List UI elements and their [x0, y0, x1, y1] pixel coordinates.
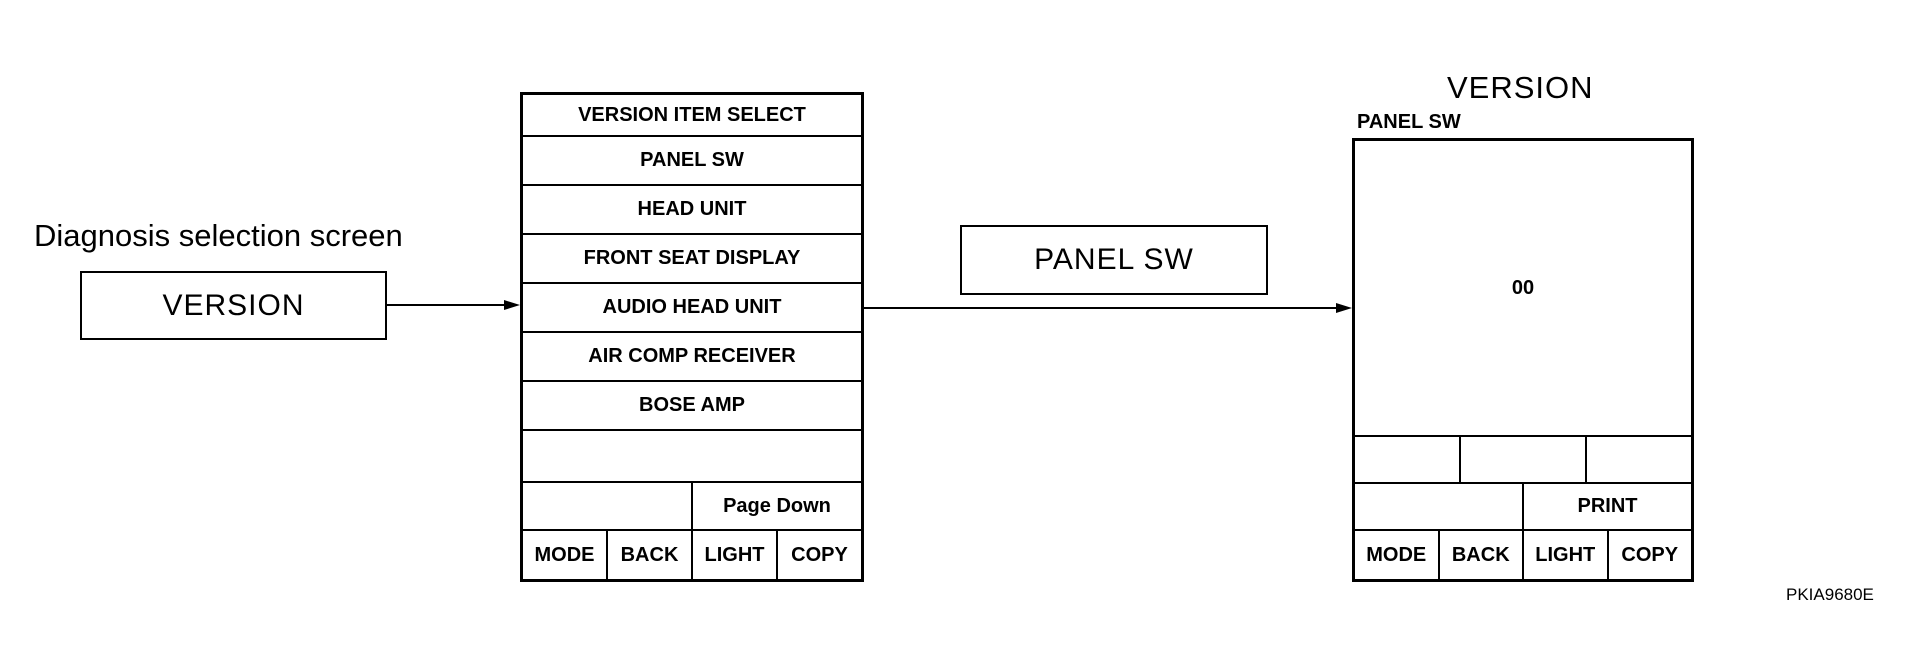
result-copy-button[interactable]: COPY — [1621, 543, 1679, 566]
panel-sw-selection-label: PANEL SW — [960, 225, 1268, 295]
result-blank-cell-3 — [1587, 437, 1691, 482]
version-button[interactable]: VERSION — [80, 271, 387, 340]
menu-blank-cell — [523, 483, 693, 530]
version-item-select-screen: VERSION ITEM SELECT PANEL SW HEAD UNIT F… — [520, 92, 864, 582]
result-mode-button[interactable]: MODE — [1355, 531, 1440, 579]
version-value: 00 — [1511, 277, 1535, 299]
menu-item-panel-sw[interactable]: PANEL SW — [523, 137, 861, 186]
result-blank-cell-4 — [1355, 484, 1524, 529]
menu-title: VERSION ITEM SELECT — [523, 95, 861, 137]
arrowhead-result — [1336, 303, 1352, 313]
diagnosis-selection-caption: Diagnosis selection screen — [34, 218, 403, 253]
figure-code: PKIA9680E — [1786, 585, 1874, 604]
back-button[interactable]: BACK — [608, 531, 693, 579]
menu-item-empty — [523, 431, 861, 483]
light-button[interactable]: LIGHT — [693, 531, 778, 579]
result-screen-title: VERSION — [1447, 70, 1594, 105]
menu-page-row: Page Down — [523, 483, 861, 532]
mode-button[interactable]: MODE — [523, 531, 608, 579]
result-blank-row — [1355, 437, 1691, 484]
menu-item-front-seat-display[interactable]: FRONT SEAT DISPLAY — [523, 235, 861, 284]
menu-button-row: MODE BACK LIGHT COPY — [523, 531, 861, 579]
result-print-row: PRINT — [1355, 484, 1691, 531]
result-blank-cell-1 — [1355, 437, 1461, 482]
result-light-button[interactable]: LIGHT — [1524, 531, 1609, 579]
result-button-row: MODE BACK LIGHT COPY — [1355, 531, 1691, 579]
print-button[interactable]: PRINT — [1577, 495, 1638, 517]
page-down-button[interactable]: Page Down — [723, 494, 831, 517]
arrowhead-menu — [504, 300, 520, 310]
result-display-area: 00 — [1355, 141, 1691, 437]
result-blank-cell-2 — [1461, 437, 1588, 482]
menu-item-bose-amp[interactable]: BOSE AMP — [523, 382, 861, 431]
copy-button[interactable]: COPY — [791, 543, 848, 566]
result-screen-subtitle: PANEL SW — [1357, 111, 1461, 133]
version-result-screen: 00 PRINT MODE BACK LIGHT COPY — [1352, 138, 1694, 582]
menu-item-head-unit[interactable]: HEAD UNIT — [523, 186, 861, 235]
menu-item-air-comp-receiver[interactable]: AIR COMP RECEIVER — [523, 333, 861, 382]
menu-item-audio-head-unit[interactable]: AUDIO HEAD UNIT — [523, 284, 861, 333]
result-back-button[interactable]: BACK — [1440, 531, 1524, 579]
